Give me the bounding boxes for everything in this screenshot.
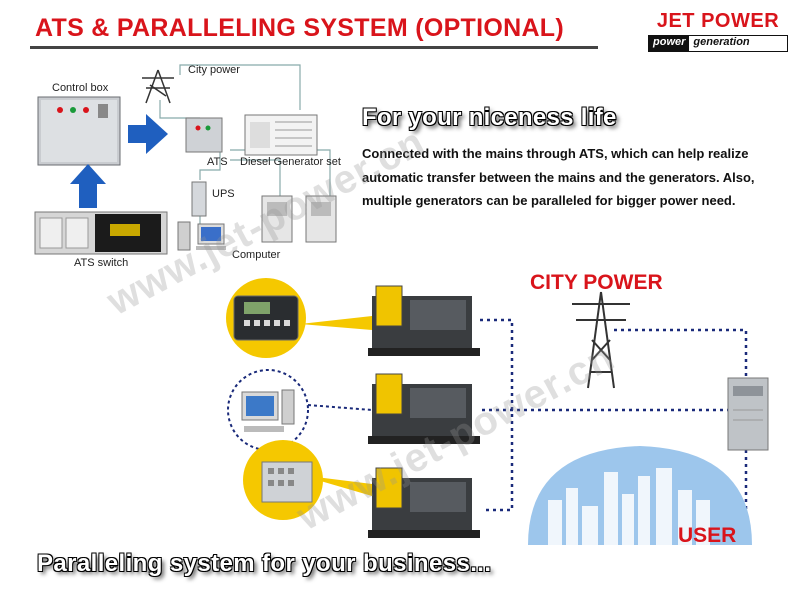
arrow-right-icon: [128, 114, 168, 154]
tagline: For your niceness life: [362, 104, 617, 131]
paralleling-connection-lines: [480, 318, 748, 512]
generator-set-3: [368, 467, 480, 538]
city-power-small-label: City power: [188, 64, 240, 76]
ats-connection-lines: [159, 64, 331, 230]
monitoring-pc-callout: [227, 369, 373, 451]
controller-callout: [226, 278, 372, 358]
diesel-generator-label: Diesel Generator set: [240, 156, 341, 168]
brand-name: JET POWER: [656, 10, 780, 32]
computer-illustration: [177, 221, 226, 251]
generator-set-1: [368, 285, 480, 356]
ats-cabinet-illustration: [185, 117, 223, 153]
control-box-illustration: [37, 96, 121, 166]
ats-label: ATS: [207, 156, 228, 168]
transmission-tower-icon: [142, 69, 174, 104]
control-panel-callout: [243, 440, 372, 520]
brand-tag-power: power: [649, 36, 690, 51]
diesel-generator-set-illustration: [244, 114, 318, 156]
description: Connected with the mains through ATS, wh…: [362, 146, 755, 208]
arrow-up-icon: [70, 164, 106, 208]
title-underline: [30, 46, 598, 49]
air-conditioner-illustration: [261, 195, 337, 243]
footer-slogan: Paralleling system for your business...: [37, 550, 492, 577]
city-power-label: CITY POWER: [530, 271, 663, 294]
brand-tag-generation: generation: [693, 36, 750, 48]
city-power-tower-icon: [572, 291, 630, 389]
ats-switch-illustration: [34, 211, 168, 255]
computer-label: Computer: [232, 249, 281, 261]
user-label: USER: [678, 524, 737, 547]
brand-tagline: power generation: [648, 35, 788, 52]
distribution-cabinet-illustration: [727, 377, 769, 451]
generator-set-2: [368, 373, 480, 444]
page-title: ATS & PARALLELING SYSTEM (OPTIONAL): [35, 14, 565, 42]
brand-logo: JET POWER power generation: [648, 10, 788, 52]
ups-label: UPS: [212, 188, 235, 200]
ats-switch-label: ATS switch: [74, 257, 129, 269]
control-box-label: Control box: [52, 82, 109, 94]
user-city-illustration: [528, 446, 752, 545]
ups-illustration: [191, 181, 207, 217]
